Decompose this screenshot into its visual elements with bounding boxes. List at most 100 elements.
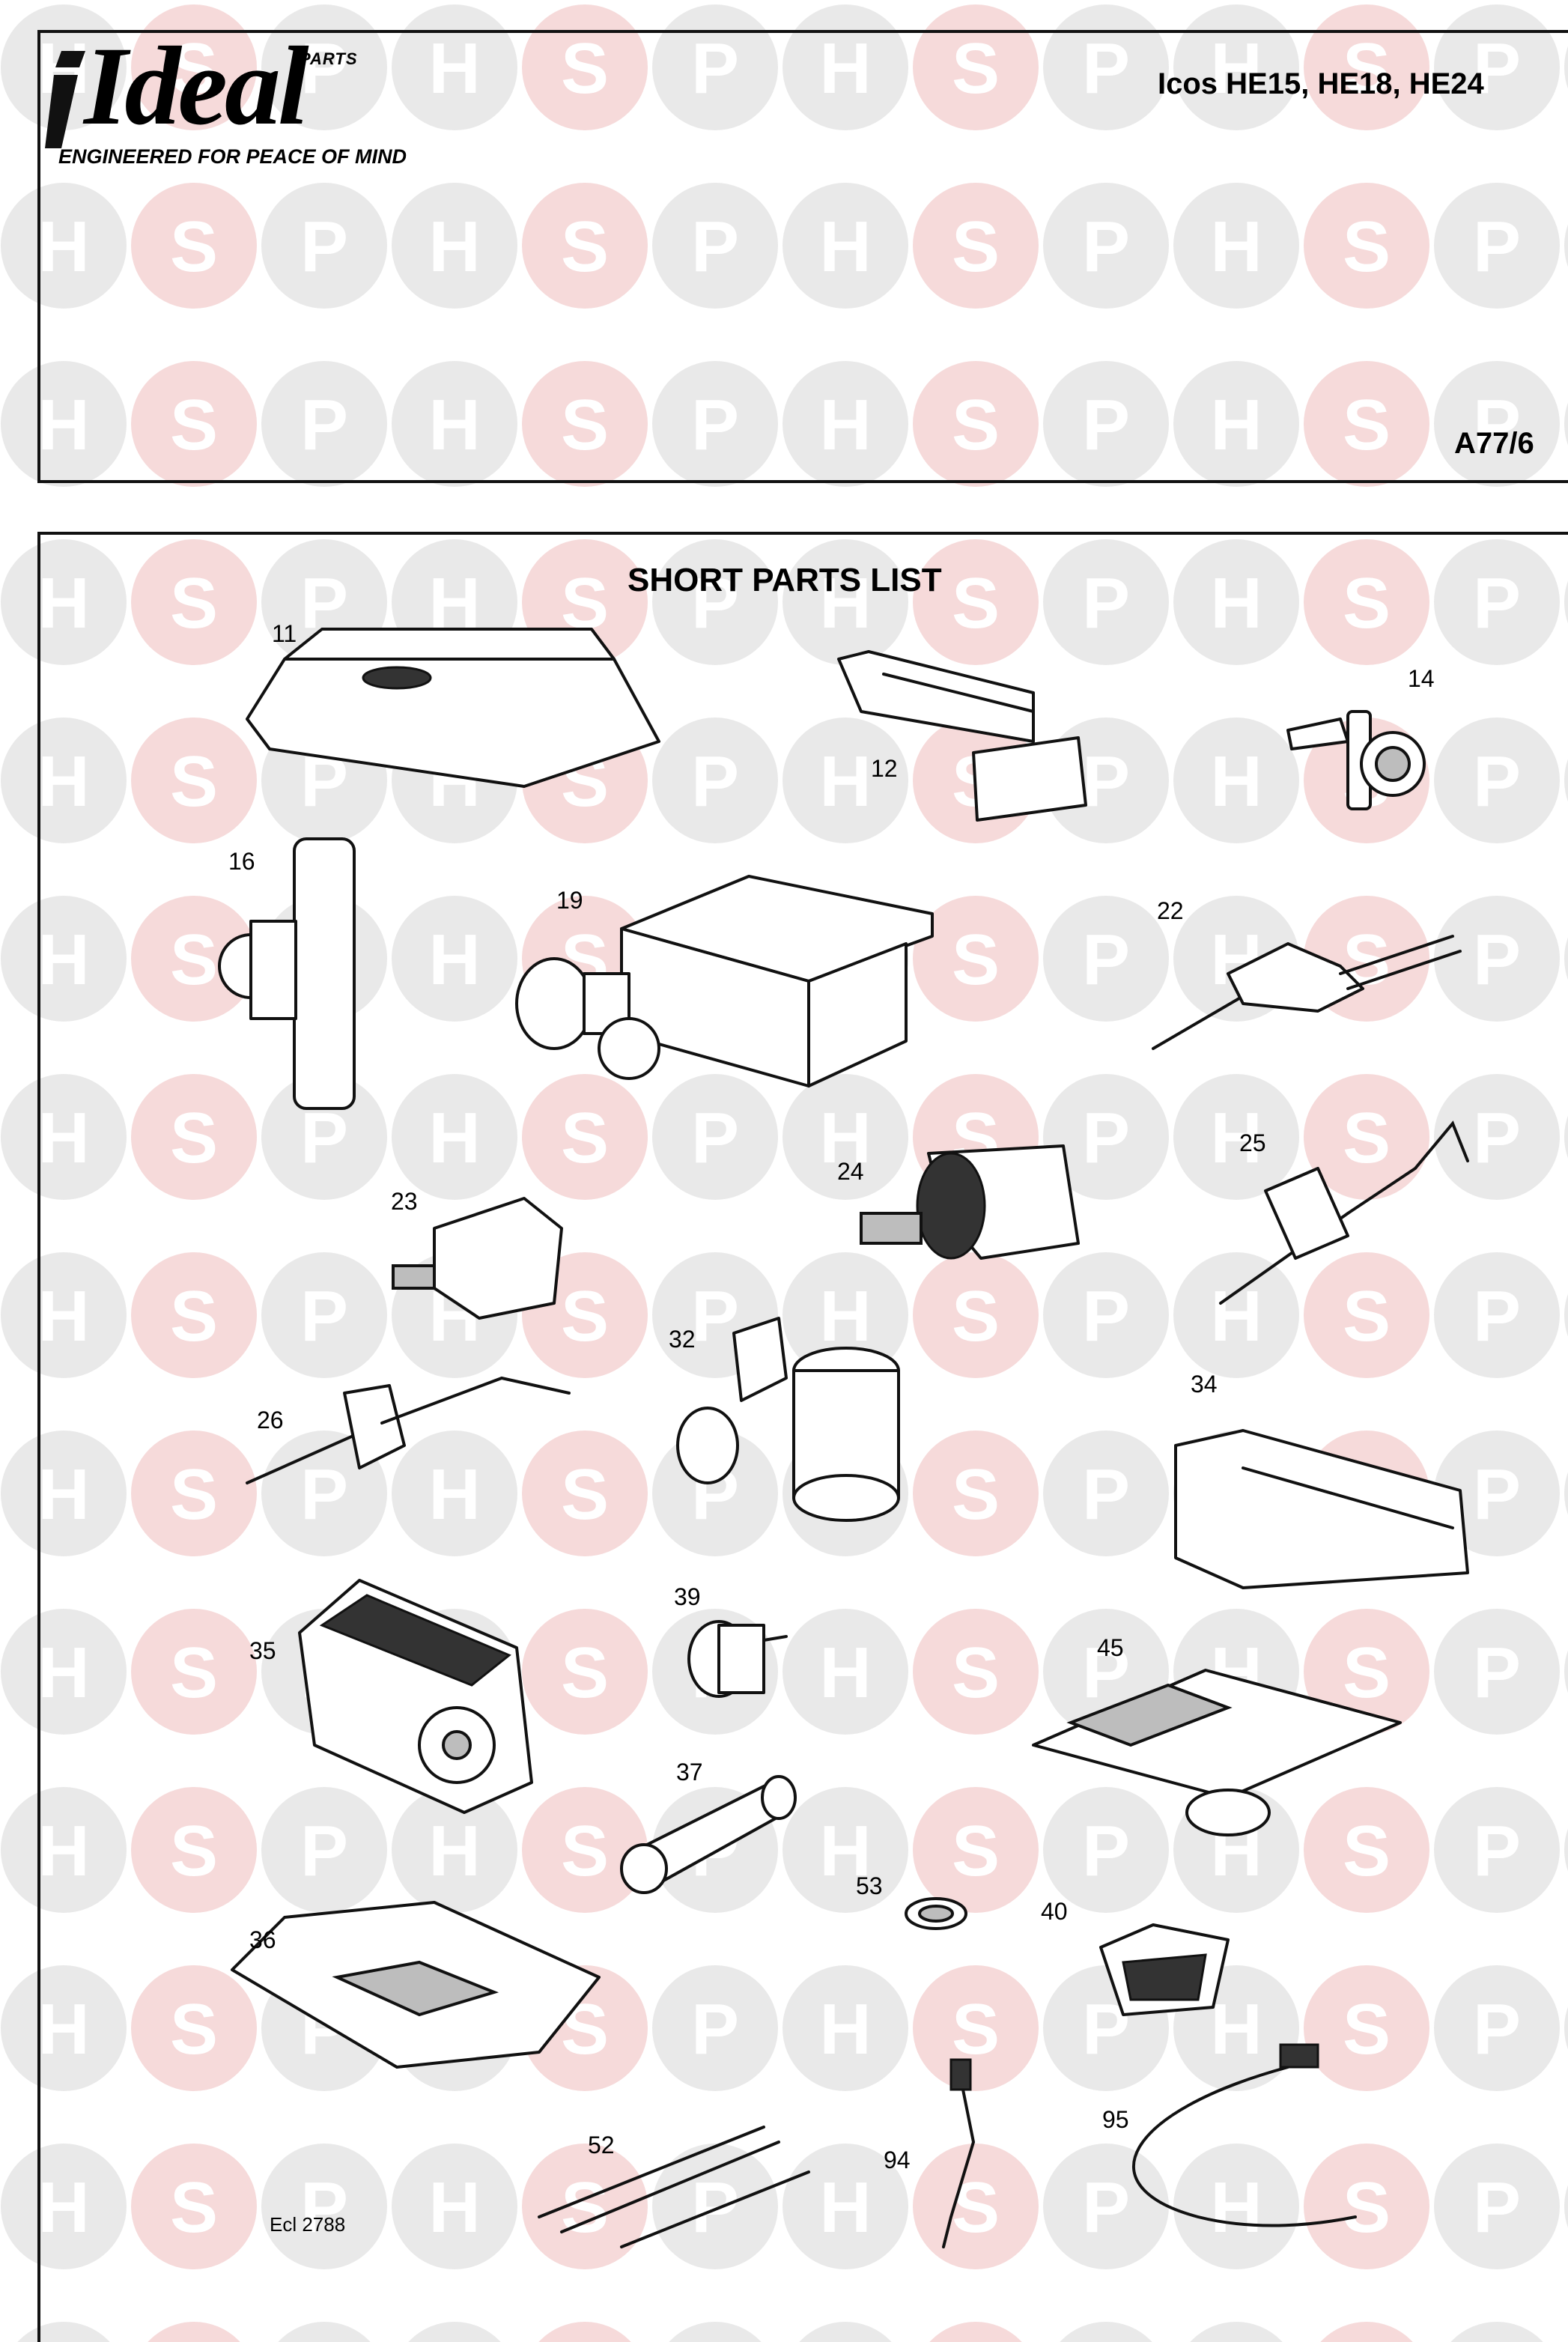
- part-pressure-switch[interactable]: [676, 1317, 900, 1522]
- watermark-circle: [1434, 539, 1560, 665]
- watermark-circle: [1, 1965, 127, 2091]
- watermark-letter: H: [819, 28, 871, 109]
- watermark-letter: P: [300, 385, 348, 465]
- part-vent-hood[interactable]: [246, 628, 660, 788]
- watermark-circle: [913, 1431, 1039, 1556]
- watermark-circle: [131, 1074, 257, 1200]
- watermark-circle: [1173, 361, 1299, 487]
- part-sealing-strips[interactable]: [538, 2126, 810, 2248]
- watermark-letter: P: [1082, 563, 1130, 643]
- watermark-circle: [392, 1431, 517, 1556]
- part-hv-lead-short[interactable]: [942, 2058, 976, 2248]
- watermark-circle: [1434, 4, 1560, 130]
- watermark-circle: [131, 1252, 257, 1378]
- watermark-circle: [261, 1252, 387, 1378]
- part-bracket[interactable]: [837, 650, 1087, 822]
- watermark-letter: P: [691, 28, 739, 109]
- callout-35: 35: [249, 1637, 276, 1664]
- watermark-letter: H: [819, 1811, 871, 1891]
- watermark-letter: P: [691, 1989, 739, 2069]
- watermark-letter: H: [1210, 563, 1262, 643]
- part-overheat-stat[interactable]: [392, 1197, 563, 1320]
- watermark-circle: [1434, 2144, 1560, 2269]
- watermark-circle: [261, 183, 387, 309]
- watermark-circle: [1434, 183, 1560, 309]
- watermark-letter: S: [1343, 207, 1391, 287]
- watermark-letter: H: [37, 207, 89, 287]
- parts-diagram-panel: [37, 532, 1568, 2342]
- callout-32: 32: [669, 1326, 696, 1353]
- part-gas-valve[interactable]: [515, 875, 934, 1087]
- callout-94: 94: [884, 2147, 911, 2173]
- watermark-circle: [783, 361, 908, 487]
- watermark-letter: S: [170, 1811, 218, 1891]
- watermark-letter: S: [952, 28, 1000, 109]
- watermark-circle: [131, 1965, 257, 2091]
- watermark-circle: [1450, 2322, 1543, 2342]
- watermark-circle: [1173, 718, 1299, 843]
- part-fuse[interactable]: [620, 1775, 797, 1894]
- watermark-circle: [1, 1074, 127, 1200]
- watermark-circle: [783, 2144, 908, 2269]
- part-spark-generator[interactable]: [1099, 1923, 1230, 2016]
- callout-36: 36: [249, 1926, 276, 1953]
- watermark-letter: P: [1082, 920, 1130, 1000]
- watermark-letter: H: [819, 741, 871, 822]
- watermark-letter: H: [37, 1098, 89, 1178]
- watermark-letter: S: [561, 207, 609, 287]
- watermark-circle: [669, 2322, 762, 2342]
- watermark-letter: S: [170, 1633, 218, 1713]
- watermark-circle: [522, 4, 648, 130]
- watermark-circle: [783, 1609, 908, 1735]
- brand-parts-label: PARTS: [300, 49, 358, 68]
- part-pilot-burner[interactable]: [1152, 935, 1462, 1050]
- watermark-letter: S: [952, 2167, 1000, 2248]
- watermark-letter: S: [1343, 1098, 1391, 1178]
- part-control-box[interactable]: [298, 1579, 533, 1814]
- part-gasket-kit[interactable]: [1032, 1669, 1402, 1836]
- watermark-letter: H: [428, 1811, 480, 1891]
- watermark-circle: [783, 4, 908, 130]
- part-pcb[interactable]: [231, 1901, 601, 2069]
- callout-95: 95: [1102, 2106, 1129, 2133]
- watermark-circle: [1, 361, 127, 487]
- watermark-letter: P: [300, 1098, 348, 1178]
- watermark-circle: [148, 2322, 240, 2342]
- watermark-letter: P: [1473, 1633, 1521, 1713]
- watermark-circle: [1, 183, 127, 309]
- part-thermal-switch[interactable]: [860, 1144, 1080, 1260]
- header-panel: [37, 30, 1568, 483]
- drawing-reference: Ecl 2788: [270, 2213, 346, 2236]
- watermark-letter: H: [37, 2167, 89, 2248]
- watermark-letter: S: [561, 1098, 609, 1178]
- part-ignition-electrode[interactable]: [1219, 1120, 1469, 1305]
- watermark-circle: [913, 1609, 1039, 1735]
- part-fan[interactable]: [218, 837, 356, 1110]
- brand-name: Ideal: [84, 24, 309, 148]
- watermark-circle: [913, 361, 1039, 487]
- watermark-circle: [1434, 1965, 1560, 2091]
- watermark-circle: [1564, 224, 1568, 267]
- watermark-letter: H: [37, 1811, 89, 1891]
- part-neon-indicator[interactable]: [687, 1620, 788, 1698]
- part-sealing-washer[interactable]: [905, 1897, 967, 1930]
- part-hv-lead-long[interactable]: [1131, 2043, 1357, 2227]
- watermark-circle: [913, 1787, 1039, 1913]
- watermark-circle: [522, 2144, 648, 2269]
- callout-39: 39: [674, 1583, 701, 1610]
- watermark-circle: [261, 1074, 387, 1200]
- watermark-circle: [392, 2144, 517, 2269]
- watermark-circle: [1304, 1074, 1429, 1200]
- watermark-circle: [1043, 1252, 1169, 1378]
- part-connector[interactable]: [1286, 710, 1426, 810]
- watermark-letter: H: [428, 2167, 480, 2248]
- watermark-letter: S: [561, 385, 609, 465]
- watermark-letter: P: [1082, 2167, 1130, 2248]
- part-baffle-plate[interactable]: [1174, 1429, 1469, 1589]
- watermark-letter: H: [428, 385, 480, 465]
- watermark-circle: [131, 183, 257, 309]
- watermark-letter: H: [819, 1989, 871, 2069]
- watermark-letter: P: [1082, 28, 1130, 109]
- watermark-letter: P: [1473, 741, 1521, 822]
- part-detection-electrode[interactable]: [246, 1376, 571, 1484]
